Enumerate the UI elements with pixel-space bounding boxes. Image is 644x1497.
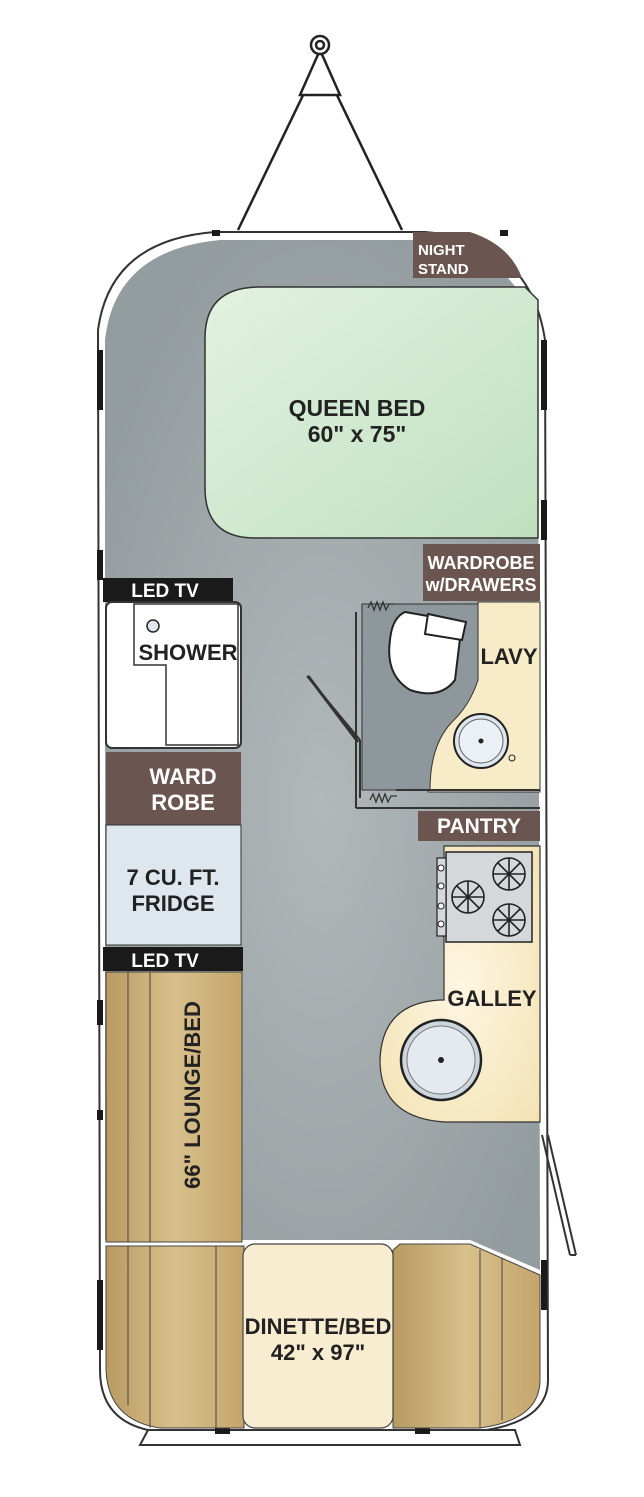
galley-sink-icon bbox=[399, 1018, 483, 1102]
sink-icon bbox=[453, 713, 516, 769]
led-tv-bottom bbox=[103, 947, 243, 971]
cooktop-icon bbox=[436, 851, 533, 943]
shower bbox=[105, 601, 242, 749]
bath-door[interactable] bbox=[306, 675, 360, 743]
ward-robe bbox=[106, 752, 241, 825]
wall-marks bbox=[97, 230, 547, 1434]
pantry-label: PANTRY bbox=[437, 815, 521, 838]
wardrobe-drawers-label-1: WARDROBE bbox=[428, 553, 535, 573]
led-tv-top bbox=[103, 578, 233, 602]
galley-label: GALLEY bbox=[447, 986, 537, 1011]
led-tv-bottom-label: LED TV bbox=[131, 951, 199, 972]
night-stand bbox=[413, 232, 522, 278]
queen-bed-label: QUEEN BED bbox=[289, 395, 426, 421]
hitch-icon bbox=[236, 34, 404, 231]
rear-seat-right bbox=[392, 1243, 541, 1429]
pantry bbox=[418, 811, 540, 841]
fridge-label-2: FRIDGE bbox=[131, 891, 214, 916]
door-icon[interactable] bbox=[541, 1134, 577, 1256]
shower-drain-icon bbox=[146, 619, 160, 633]
rear-seat-left bbox=[105, 1245, 245, 1429]
shower-label: SHOWER bbox=[139, 640, 238, 665]
led-tv-top-label: LED TV bbox=[131, 581, 199, 602]
toilet-icon bbox=[388, 610, 468, 695]
wardrobe-drawers bbox=[423, 544, 540, 601]
wardrobe-drawers-label-2: w/DRAWERS bbox=[424, 575, 536, 595]
lavy-label: LAVY bbox=[480, 644, 537, 669]
lounge-bed bbox=[105, 971, 243, 1243]
rear-bumper bbox=[138, 1429, 522, 1446]
fridge-label-1: 7 CU. FT. bbox=[127, 865, 220, 890]
lounge-bed-label: 66" LOUNGE/BED bbox=[180, 1001, 205, 1189]
queen-bed bbox=[204, 286, 539, 539]
fridge bbox=[105, 824, 242, 946]
dinette-bed bbox=[242, 1243, 394, 1429]
night-stand-label-2: STAND bbox=[418, 261, 469, 278]
queen-bed-size: 60" x 75" bbox=[308, 421, 407, 447]
dinette-label: DINETTE/BED bbox=[245, 1314, 392, 1339]
ward-robe-label-2: ROBE bbox=[151, 790, 215, 815]
dinette-size: 42" x 97" bbox=[271, 1340, 365, 1365]
ward-robe-label-1: WARD bbox=[149, 764, 216, 789]
night-stand-label-1: NIGHT bbox=[418, 242, 465, 259]
